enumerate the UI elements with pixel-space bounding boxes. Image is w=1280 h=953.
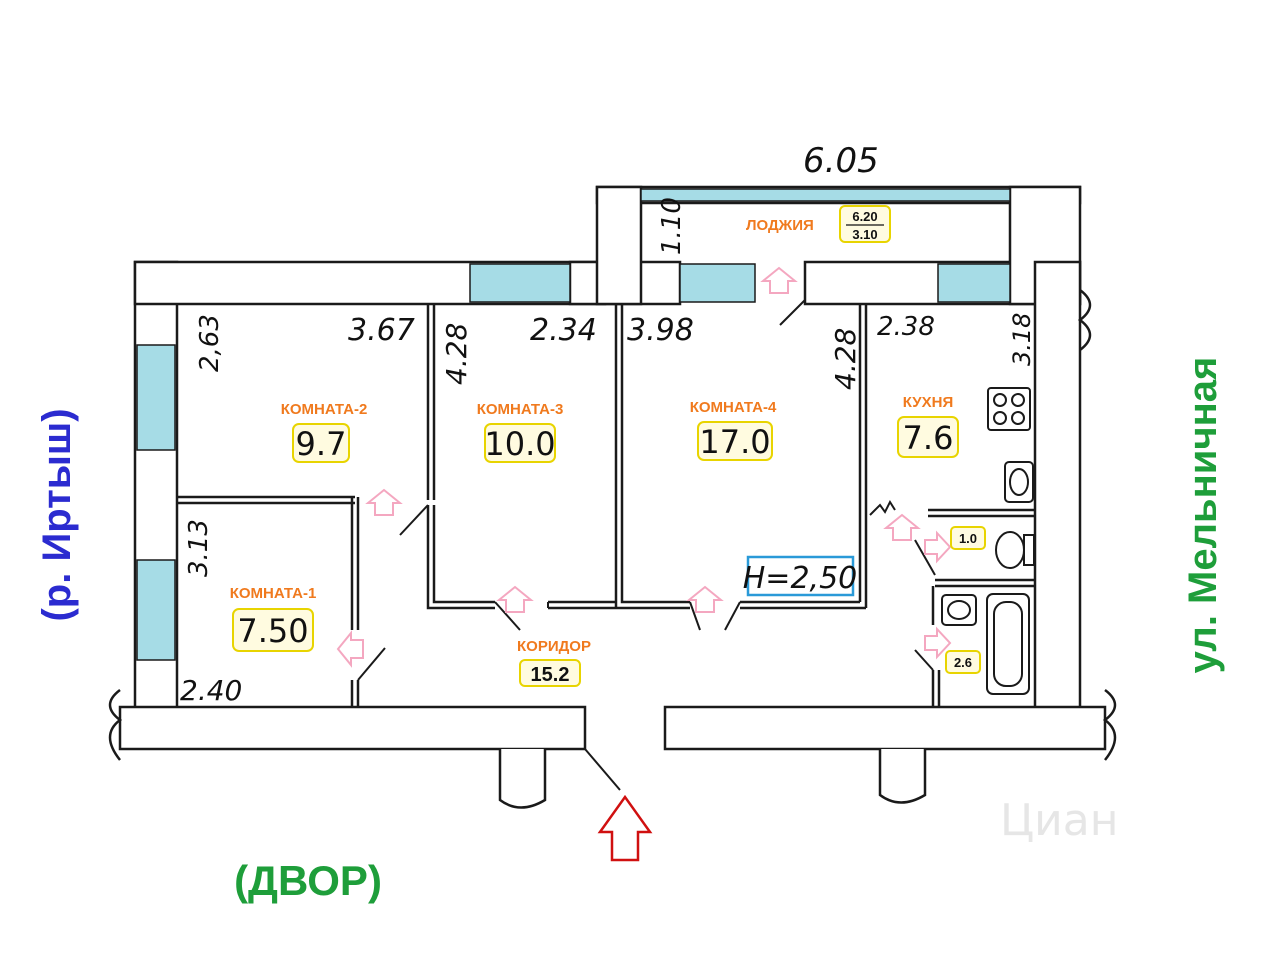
window-room2-left [136, 344, 176, 451]
ceiling-height: Н=2,50 [743, 561, 858, 596]
dim-top-total: 6.05 [803, 141, 879, 181]
window-loggia [640, 188, 1011, 202]
arrow-icon [760, 266, 798, 294]
arrow-icon [883, 513, 921, 541]
entry-arrows [336, 266, 952, 668]
wall-right [1033, 260, 1082, 712]
room2-area: 9.7 [296, 425, 347, 463]
dim-room1-bottom: 2.40 [180, 674, 242, 707]
dim-room4-right: 4.28 [829, 328, 862, 390]
wall-stub-2 [878, 749, 927, 804]
partition-room4-kitchen [858, 304, 868, 608]
dim-loggia-depth: 1.10 [657, 197, 687, 255]
dim-room4-top: 3.98 [627, 313, 694, 348]
arrow-icon [686, 585, 724, 613]
yard-label: (ДВОР) [234, 857, 382, 904]
wall-bottom-left [118, 705, 587, 751]
window-kitchen-top [937, 263, 1011, 303]
river-label: (р. Иртыш) [35, 408, 79, 621]
partition-room1-top [177, 495, 355, 505]
loggia-area-top: 6.20 [852, 209, 877, 224]
dim-room2-left: 2,63 [195, 314, 225, 372]
corridor-area: 15.2 [531, 664, 570, 686]
loggia-label: ЛОДЖИЯ [746, 217, 814, 234]
windows [136, 188, 1011, 661]
break-left [108, 689, 123, 761]
room3-label: КОМНАТА-3 [477, 401, 564, 418]
loggia-wall-left [595, 185, 643, 306]
dim-kitchen-right: 3.18 [1008, 313, 1036, 366]
partition-room1-right [350, 497, 360, 707]
window-room3-top [469, 263, 571, 303]
loggia-area-box [839, 205, 891, 243]
main-entry-arrow [597, 794, 653, 862]
kitchen-area-box [897, 416, 959, 458]
wall-stub-1 [498, 749, 547, 809]
room3-area-box [484, 423, 556, 463]
partition-bath [928, 508, 1035, 707]
watermark: Циан [1000, 795, 1119, 846]
kitchen-label: КУХНЯ [903, 394, 953, 411]
room1-area-box [232, 608, 314, 652]
room1-area: 7.50 [237, 612, 308, 650]
arrow-icon [365, 488, 403, 516]
loggia-area-bottom: 3.10 [852, 227, 877, 242]
fixtures [941, 387, 1035, 695]
wall-bottom-right [663, 705, 1107, 751]
window-room4-top [679, 263, 756, 303]
break-right [1077, 289, 1092, 351]
corridor-label: КОРИДОР [517, 638, 591, 655]
dim-room2-top: 3.67 [348, 313, 415, 348]
toilet-area-box [950, 526, 986, 550]
dim-kitchen-top: 2.38 [877, 312, 935, 342]
arrow-icon [336, 630, 364, 668]
room4-area: 17.0 [699, 423, 770, 461]
arrow-icon [496, 585, 534, 613]
bathroom-area: 2.6 [954, 655, 972, 670]
arrow-icon [924, 626, 952, 660]
kitchen-area: 7.6 [903, 419, 954, 457]
dim-room3-left: 4.28 [440, 323, 473, 385]
corridor-area-box [519, 659, 581, 687]
window-room1-left [136, 559, 176, 661]
room3-area: 10.0 [484, 425, 555, 463]
ceiling-height-box [746, 555, 855, 597]
toilet-icon [995, 531, 1025, 569]
dim-room1-left: 3.13 [184, 519, 214, 577]
toilet-area: 1.0 [959, 531, 977, 546]
partition-room3-4 [548, 304, 690, 610]
bathroom-area-box [945, 650, 981, 674]
break-right-bottom [1102, 689, 1117, 761]
arrow-icon [924, 530, 952, 564]
room2-label: КОМНАТА-2 [281, 401, 368, 418]
room4-label: КОМНАТА-4 [690, 399, 777, 416]
room2-area-box [292, 423, 350, 463]
partitions [177, 304, 1035, 707]
partition-room2-3 [426, 304, 436, 500]
dim-room3-top: 2.34 [530, 313, 597, 348]
street-label: ул. Мельничная [1181, 357, 1225, 674]
room1-label: КОМНАТА-1 [230, 585, 317, 602]
room4-area-box [697, 421, 773, 461]
stove-icon [987, 387, 1031, 431]
door-swings [357, 299, 936, 791]
